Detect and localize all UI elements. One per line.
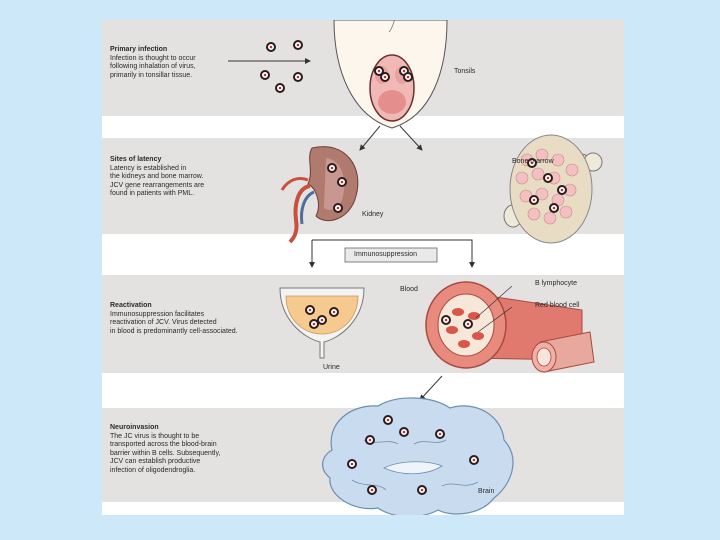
label-immunosuppression: Immunosuppression <box>354 251 418 258</box>
section-primary-infection: Primary infection Infection is thought t… <box>110 46 250 80</box>
kidney-illustration <box>280 146 359 244</box>
bladder-illustration <box>279 287 365 359</box>
face-illustration <box>333 20 448 129</box>
label-b-lymphocyte: B lymphocyte <box>535 280 578 287</box>
label-blood: Blood <box>400 286 418 293</box>
label-tonsils: Tonsils <box>454 68 476 75</box>
section-line: following inhalation of virus, <box>110 63 196 71</box>
section-sites-of-latency: Sites of latency Latency is established … <box>110 156 250 199</box>
section-neuroinvasion: Neuroinvasion The JC virus is thought to… <box>110 424 250 476</box>
blood-vessel-illustration <box>425 281 595 373</box>
section-line: JCV can establish productive <box>110 458 201 466</box>
section-line: infection of oligodendroglia. <box>110 466 196 474</box>
immunosuppression-box <box>344 247 438 263</box>
section-line: The JC virus is thought to be <box>110 432 200 440</box>
section-heading: Neuroinvasion <box>110 424 159 431</box>
section-line: primarily in tonsillar tissue. <box>110 71 193 79</box>
section-line: Immunosuppression facilitates <box>110 310 205 318</box>
label-brain: Brain <box>478 488 495 495</box>
section-line: found in patients with PML. <box>110 190 195 198</box>
brain-illustration <box>322 397 514 515</box>
section-line: JCV gene rearrangements are <box>110 181 205 189</box>
section-heading: Sites of latency <box>110 156 162 163</box>
section-line: the kidneys and bone marrow. <box>110 173 204 181</box>
section-reactivation: Reactivation Immunosuppression facilitat… <box>110 302 270 336</box>
section-line: reactivation of JCV. Virus detected <box>110 319 217 327</box>
label-red-blood-cell: Red blood cell <box>535 302 580 309</box>
illustrations <box>228 20 603 515</box>
section-line: Infection is thought to occur <box>110 54 196 62</box>
label-bone-marrow: Bone marrow <box>512 158 554 165</box>
section-line: barrier within B cells. Subsequently, <box>110 449 221 457</box>
label-kidney: Kidney <box>362 211 384 218</box>
section-line: Latency is established in <box>110 164 187 172</box>
section-heading: Primary infection <box>110 46 168 53</box>
section-line: in blood is predominantly cell-associate… <box>110 327 238 335</box>
free-virions <box>260 40 303 93</box>
section-heading: Reactivation <box>110 302 152 309</box>
bone-marrow-illustration <box>503 134 603 244</box>
label-urine: Urine <box>323 364 340 371</box>
section-line: transported across the blood-brain <box>110 441 217 449</box>
jcv-pathogenesis-figure: Primary infection Infection is thought t… <box>102 20 624 515</box>
